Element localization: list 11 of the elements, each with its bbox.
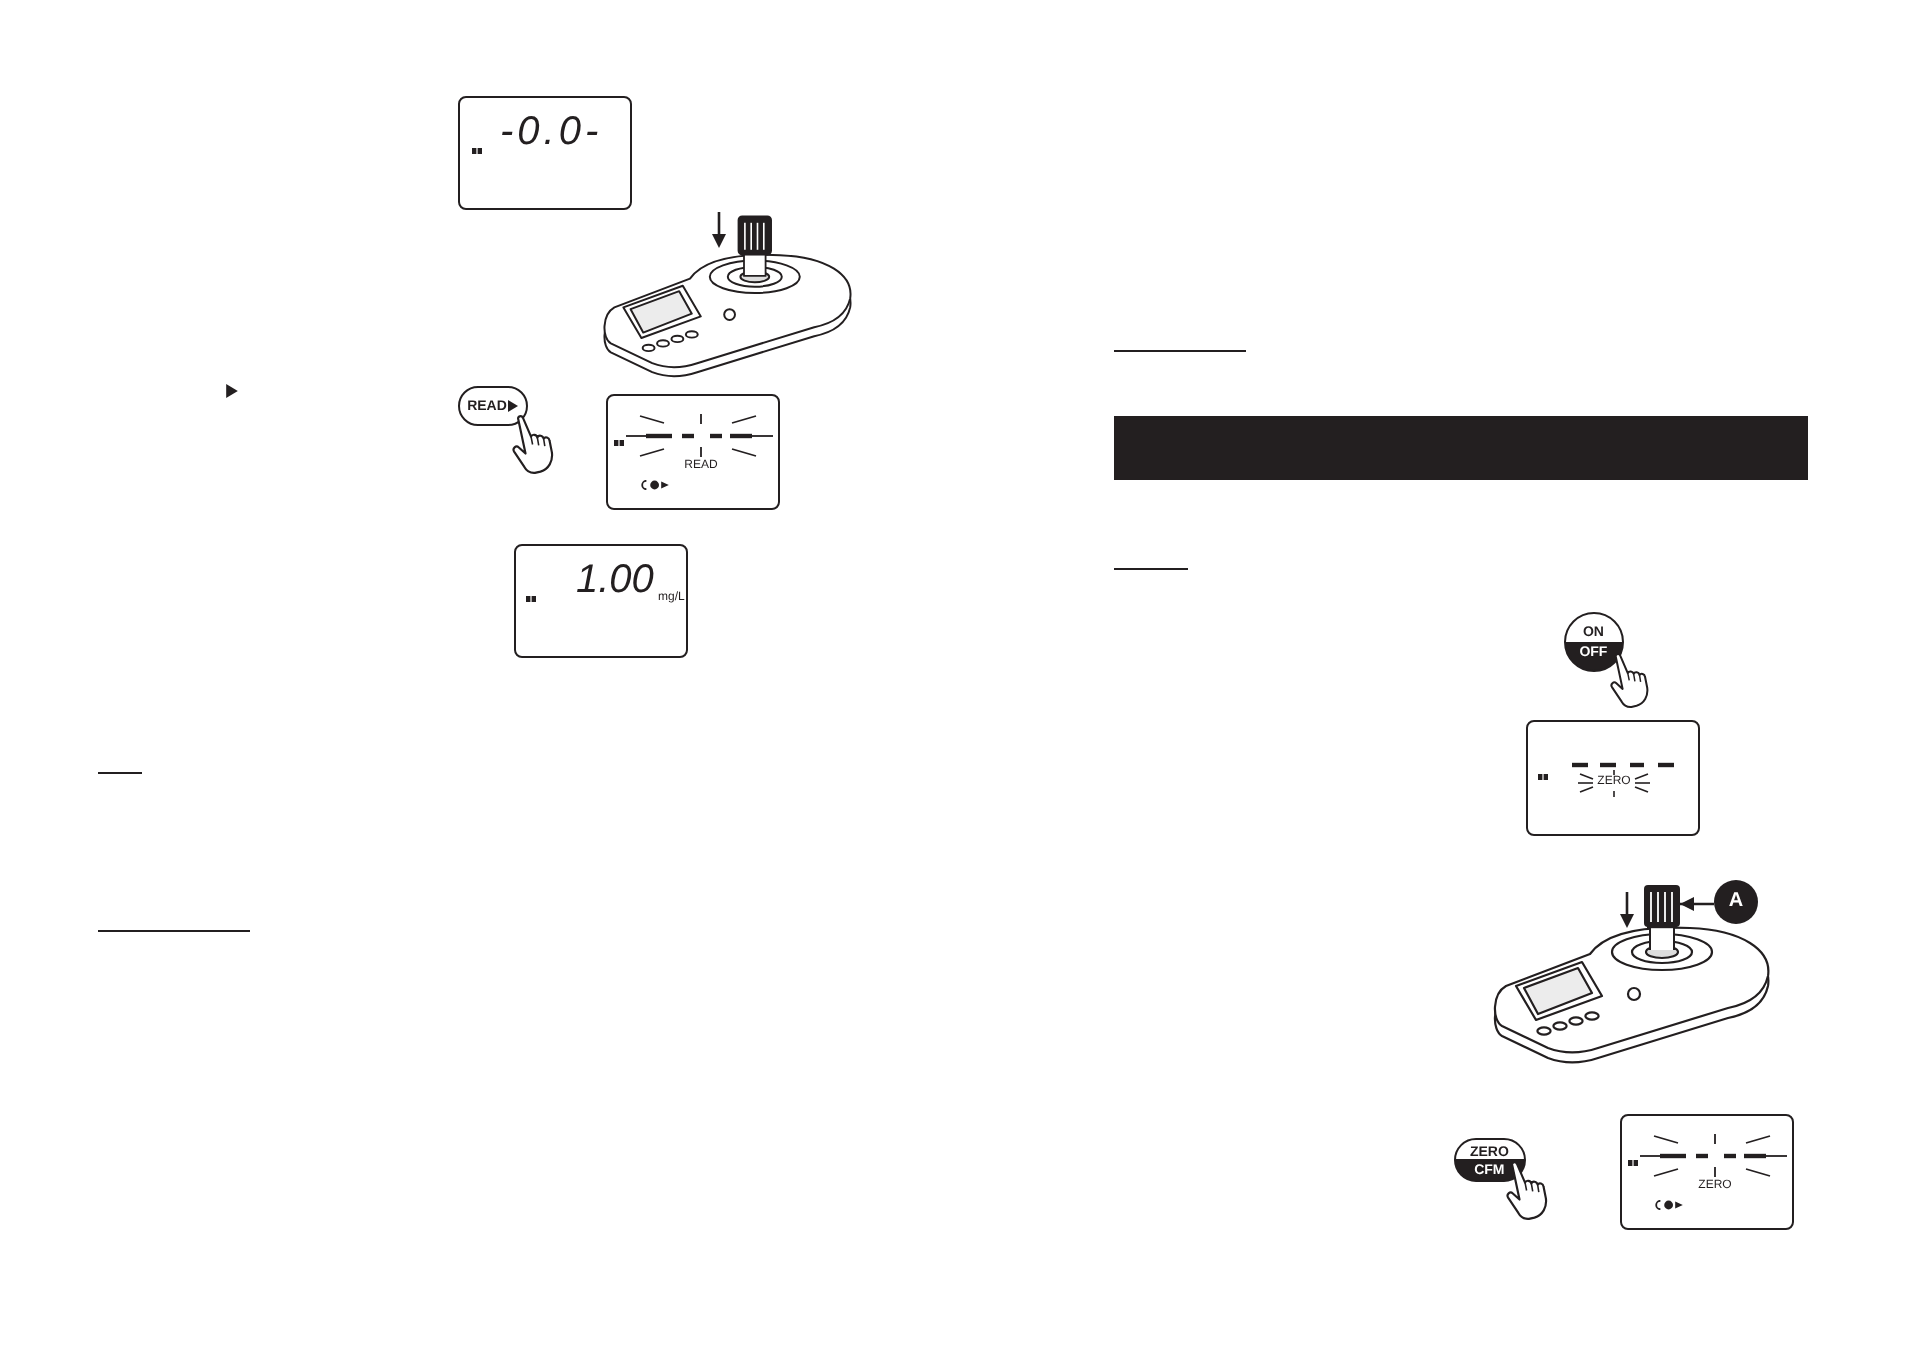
lcd-reading: 1.00 — [576, 560, 654, 600]
letter-badge: A — [1714, 880, 1758, 924]
lcd-display — [606, 394, 780, 510]
lcd-display — [514, 544, 688, 658]
lcd-display — [458, 96, 632, 210]
section-heading-bar — [1114, 416, 1808, 480]
arrow — [1680, 897, 1714, 911]
lcd-display — [1620, 1114, 1794, 1230]
vial-drawing — [1644, 884, 1680, 950]
lcd-reading: -0.0- — [500, 112, 603, 152]
lcd-display — [1526, 720, 1700, 836]
